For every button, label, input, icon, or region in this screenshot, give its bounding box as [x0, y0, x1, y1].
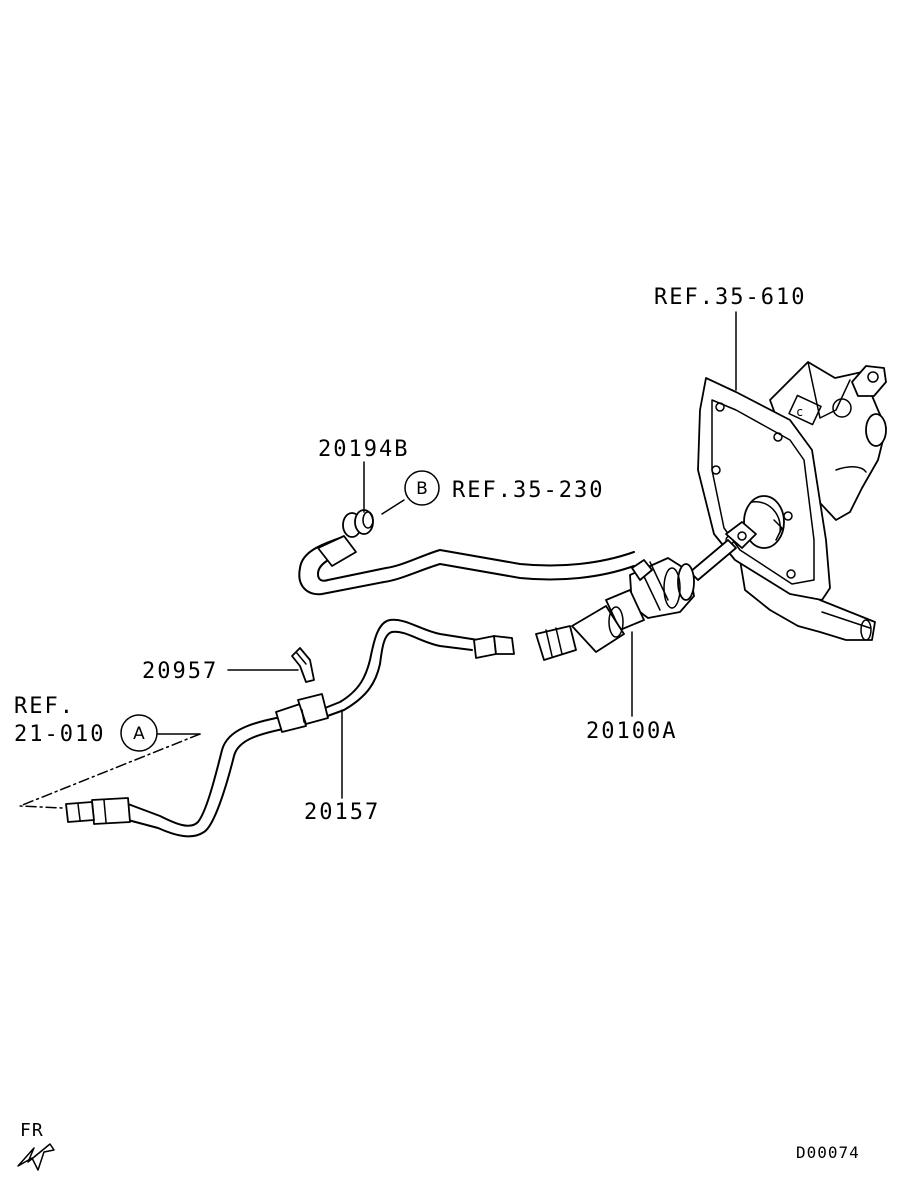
- front-arrow-icon: [17, 1143, 55, 1171]
- label-part-20157[interactable]: 20157: [304, 800, 380, 825]
- booster-bracket-assembly: c: [697, 361, 887, 641]
- circle-a-letter: A: [133, 724, 145, 744]
- leader-lines: [19, 311, 737, 809]
- label-ref-35-230[interactable]: REF.35-230: [452, 478, 604, 503]
- label-ref-35-610[interactable]: REF.35-610: [654, 285, 806, 310]
- label-part-20957[interactable]: 20957: [142, 659, 218, 684]
- label-ref-21-010[interactable]: 21-010: [14, 722, 105, 747]
- label-part-20100A[interactable]: 20100A: [586, 719, 677, 744]
- front-direction-indicator: FR: [17, 1120, 55, 1171]
- diagram-code: D00074: [796, 1143, 860, 1162]
- hose-clamp-20194B[interactable]: [342, 509, 374, 538]
- circle-callout-a: A: [120, 714, 158, 752]
- label-ref-prefix: REF.: [14, 694, 75, 719]
- clutch-pipe-20157[interactable]: [65, 618, 515, 838]
- svg-text:c: c: [796, 405, 804, 419]
- master-cylinder-20100A[interactable]: [535, 521, 757, 661]
- label-part-20194B[interactable]: 20194B: [318, 437, 409, 462]
- reservoir-hose: [298, 535, 635, 596]
- clip-20957[interactable]: [291, 647, 315, 683]
- fr-label: FR: [20, 1120, 44, 1141]
- circle-b-letter: B: [416, 479, 428, 499]
- circle-callout-b: B: [404, 470, 440, 506]
